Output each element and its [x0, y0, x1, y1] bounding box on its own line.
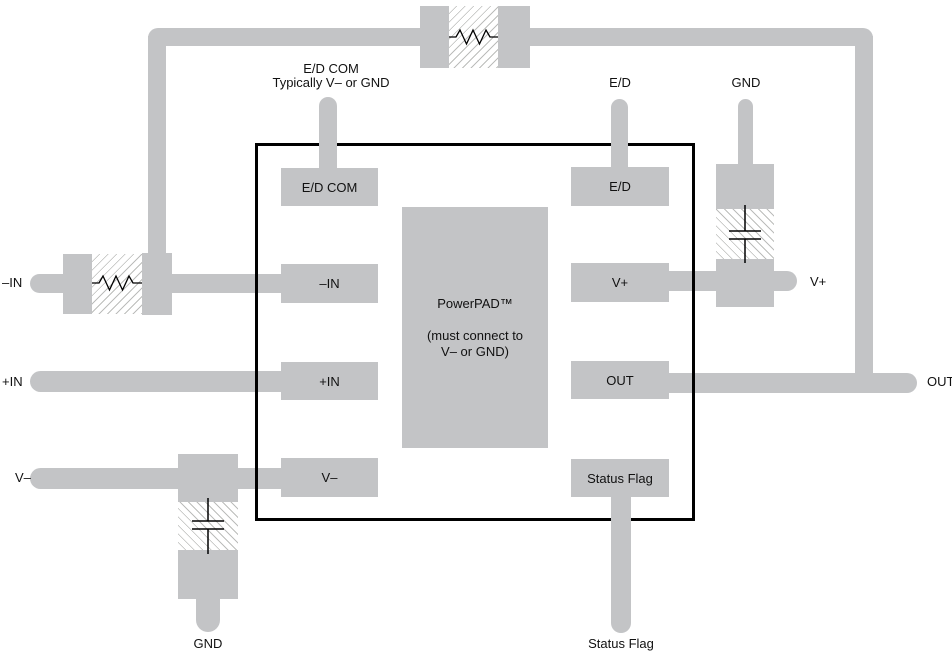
pin-v-plus: V+: [571, 263, 669, 302]
powerpad-note-line2: V– or GND): [441, 343, 509, 359]
powerpad-note-line1: (must connect to: [426, 327, 524, 343]
pin-status-flag: Status Flag: [571, 459, 669, 497]
feedback-resistor-pad-left: [420, 6, 449, 68]
pin-pos-in: +IN: [281, 362, 378, 400]
ed-com-stub: [319, 97, 337, 172]
pin-pos-in-label: +IN: [319, 373, 340, 389]
v-minus-external-label: V–: [15, 470, 31, 485]
gnd-bottom-stub: [196, 597, 220, 632]
pin-neg-in: –IN: [281, 264, 378, 303]
left-capacitor-pad-top: [178, 454, 238, 502]
input-resistor-pad-left: [63, 254, 92, 314]
powerpad-name: PowerPAD™: [437, 295, 513, 311]
pos-in-external-label: +IN: [2, 374, 23, 389]
out-external-label: OUT: [927, 374, 952, 389]
input-resistor-body: [92, 254, 142, 314]
left-capacitor-pad-bottom: [178, 550, 238, 599]
feedback-resistor-pad-right: [498, 6, 530, 68]
pin-ed: E/D: [571, 167, 669, 206]
capacitor-icon: [729, 205, 761, 263]
ed-com-external-label: E/D COM Typically V– or GND: [241, 62, 421, 90]
ed-stub: [611, 99, 628, 171]
pin-ed-com: E/D COM: [281, 168, 378, 206]
gnd-bottom-external-label: GND: [193, 636, 223, 651]
ed-external-label: E/D: [609, 75, 631, 90]
pin-v-plus-label: V+: [611, 275, 629, 290]
feedback-trace-left: [148, 36, 166, 264]
capacitor-icon: [192, 498, 224, 554]
input-resistor-pad-right: [142, 253, 172, 315]
pin-status-flag-label: Status Flag: [587, 470, 653, 486]
pin-out-label: OUT: [606, 372, 634, 388]
gnd-top-external-label: GND: [731, 75, 761, 90]
status-flag-external-label: Status Flag: [588, 636, 654, 651]
powerpad: PowerPAD™ (must connect to V– or GND): [402, 207, 548, 448]
pin-neg-in-label: –IN: [319, 276, 340, 291]
right-capacitor-pad-bottom: [716, 259, 774, 307]
v-minus-trace: [30, 468, 285, 489]
ed-com-external-label-line1: E/D COM: [303, 61, 359, 76]
pin-ed-com-label: E/D COM: [301, 179, 358, 195]
neg-in-external-label: –IN: [2, 275, 23, 290]
right-capacitor-pad-top: [716, 164, 774, 209]
pin-v-minus: V–: [281, 458, 378, 497]
v-plus-external-label: V+: [810, 274, 827, 289]
feedback-trace-right: [855, 36, 873, 386]
pin-out: OUT: [571, 361, 669, 399]
pos-in-trace: [30, 371, 285, 392]
resistor-icon: [92, 274, 142, 292]
resistor-icon: [449, 28, 498, 46]
out-trace: [665, 373, 917, 393]
ed-com-external-label-line2: Typically V– or GND: [272, 75, 390, 90]
pin-v-minus-label: V–: [321, 470, 338, 485]
status-flag-stub: [611, 495, 631, 633]
package-outline: [255, 143, 695, 521]
gnd-top-stub: [738, 99, 753, 167]
pin-ed-label: E/D: [609, 179, 631, 194]
